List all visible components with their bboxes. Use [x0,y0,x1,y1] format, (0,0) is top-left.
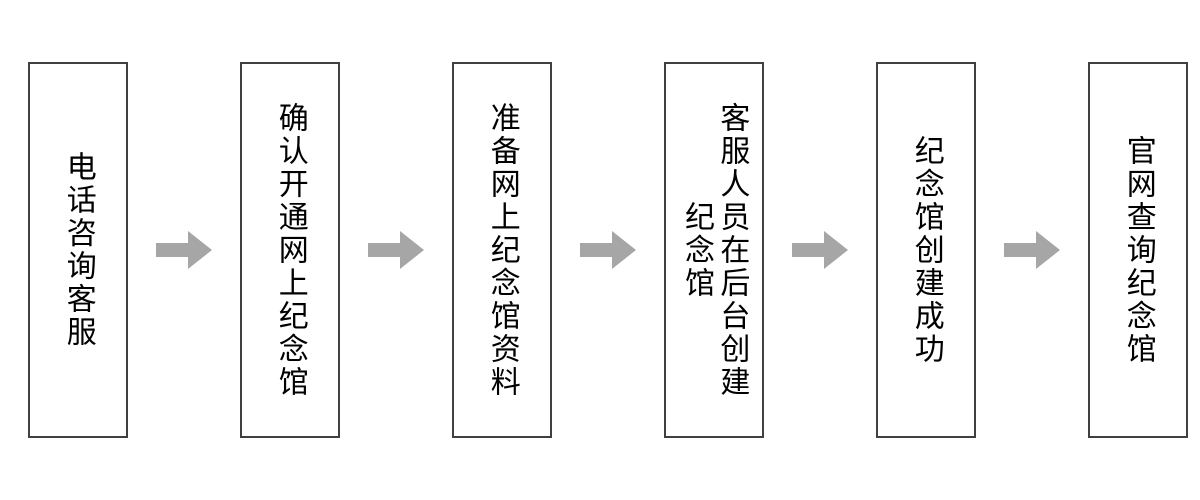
flow-node-3-label: 准备网上纪念馆资料 [484,101,520,399]
flow-node-1-label: 电话咨询客服 [60,151,96,349]
flow-node-6-label: 官网查询纪念馆 [1120,134,1156,366]
arrow-right-icon [764,229,876,271]
flow-node-4[interactable]: 客服人员在后台创建纪念馆 [664,62,764,438]
arrow-right-icon [340,229,452,271]
arrow-right-icon [976,229,1088,271]
arrow-right-icon [552,229,664,271]
flow-node-3[interactable]: 准备网上纪念馆资料 [452,62,552,438]
flow-node-1[interactable]: 电话咨询客服 [28,62,128,438]
flow-node-4-label: 客服人员在后台创建纪念馆 [679,101,750,399]
flow-node-5[interactable]: 纪念馆创建成功 [876,62,976,438]
flow-node-5-label: 纪念馆创建成功 [908,134,944,366]
flow-node-2[interactable]: 确认开通网上纪念馆 [240,62,340,438]
flow-node-2-label: 确认开通网上纪念馆 [272,101,308,399]
flow-node-6[interactable]: 官网查询纪念馆 [1088,62,1188,438]
arrow-right-icon [128,229,240,271]
